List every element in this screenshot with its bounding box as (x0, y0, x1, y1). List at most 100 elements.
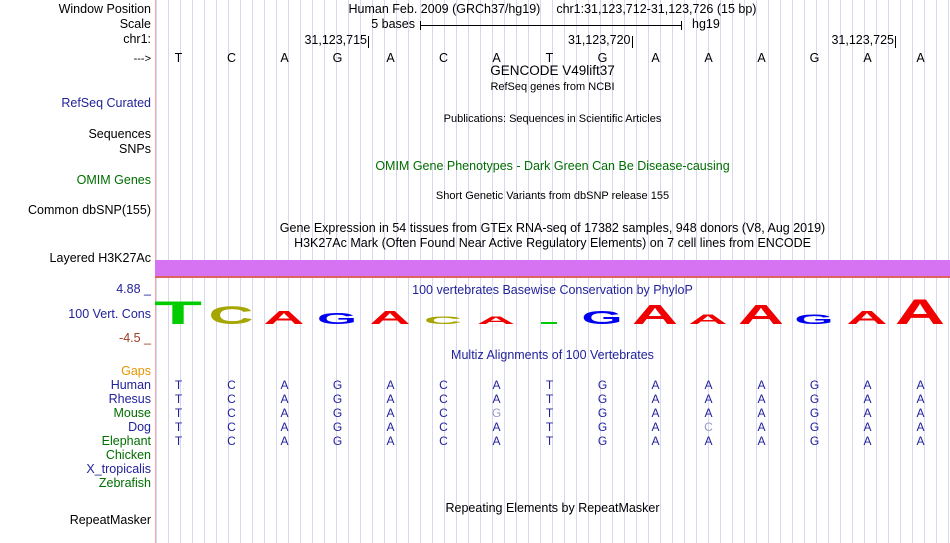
track-label-layered-h3k27ac[interactable]: Layered H3K27Ac (49, 251, 151, 265)
multiz-alignment-base: A (386, 392, 395, 406)
scale-value: 5 bases (371, 17, 415, 31)
sequence-base: A (280, 51, 289, 65)
multiz-alignment-base: G (809, 392, 820, 406)
multiz-alignment-base: A (863, 434, 872, 448)
multiz-alignment-base: G (597, 378, 608, 392)
multiz-alignment-base: A (492, 420, 501, 434)
coordinate-number: 31,123,720 (567, 33, 631, 47)
track-title-dbsnp[interactable]: Short Genetic Variants from dbSNP releas… (435, 190, 670, 202)
multiz-alignment-base: A (492, 378, 501, 392)
coordinate-tick (368, 36, 369, 48)
strand-direction-arrow: ---> (133, 53, 151, 65)
coordinate-number: 31,123,725 (831, 33, 894, 47)
conservation-logo-letter: C (424, 315, 462, 327)
multiz-alignment-base: C (439, 406, 448, 420)
multiz-alignment-base: C (227, 420, 236, 434)
multiz-alignment-base: G (332, 406, 343, 420)
multiz-species-label[interactable]: X_tropicalis (86, 462, 151, 476)
track-title-refseq[interactable]: RefSeq genes from NCBI (490, 81, 615, 93)
multiz-species-label[interactable]: Elephant (101, 434, 151, 448)
multiz-alignment-base: G (809, 406, 820, 420)
multiz-alignment-base: C (227, 378, 236, 392)
track-label-refseq-curated[interactable]: RefSeq Curated (61, 96, 151, 110)
multiz-species-label[interactable]: Rhesus (108, 392, 151, 406)
multiz-alignment-base: A (386, 406, 395, 420)
multiz-alignment-base: A (757, 378, 766, 392)
track-label-repeatmasker[interactable]: RepeatMasker (69, 513, 151, 527)
multiz-species-label[interactable]: Dog (128, 420, 151, 434)
coordinate-tick (895, 36, 896, 48)
assembly-position-title: Human Feb. 2009 (GRCh37/hg19) chr1:31,123… (155, 2, 950, 16)
conservation-logo-letter: A (689, 311, 728, 327)
conservation-logo-letter: A (847, 308, 888, 328)
track-title-omim[interactable]: OMIM Gene Phenotypes - Dark Green Can Be… (375, 159, 730, 173)
sequence-base: A (386, 51, 395, 65)
conservation-logo-letter: G (582, 308, 623, 328)
multiz-species-label[interactable]: Human (110, 378, 151, 392)
sequence-base: G (597, 51, 608, 65)
conservation-axis-min: -4.5 _ (119, 331, 151, 345)
coordinate-number: 31,123,715 (304, 33, 367, 47)
track-label-100-vert-cons[interactable]: 100 Vert. Cons (68, 307, 151, 321)
scale-bar (420, 25, 682, 26)
multiz-alignment-base: A (651, 392, 660, 406)
multiz-alignment-base: C (439, 434, 448, 448)
multiz-alignment-base: G (332, 392, 343, 406)
conservation-logo-letter: C (209, 302, 254, 330)
multiz-alignment-base: T (174, 378, 183, 392)
multiz-alignment-base: A (916, 392, 925, 406)
track-title-conservation[interactable]: 100 vertebrates Basewise Conservation by… (412, 283, 693, 297)
track-title-multiz[interactable]: Multiz Alignments of 100 Vertebrates (451, 348, 654, 362)
multiz-alignment-base: T (174, 420, 183, 434)
track-label-omim-genes[interactable]: OMIM Genes (76, 173, 151, 187)
conservation-axis-max: 4.88 _ (116, 282, 151, 296)
multiz-species-label[interactable]: Mouse (113, 406, 151, 420)
track-title-gtex[interactable]: Gene Expression in 54 tissues from GTEx … (279, 221, 826, 235)
sequence-base: G (809, 51, 820, 65)
multiz-alignment-base: A (492, 392, 501, 406)
multiz-alignment-base: T (545, 406, 554, 420)
assembly-short-name: hg19 (692, 17, 720, 31)
multiz-alignment-base: A (280, 378, 289, 392)
multiz-species-label[interactable]: Gaps (121, 364, 151, 378)
multiz-alignment-base: A (916, 406, 925, 420)
track-title-gencode[interactable]: GENCODE V49lift37 (490, 63, 615, 78)
assembly-name: Human Feb. 2009 (GRCh37/hg19) (348, 2, 541, 16)
multiz-alignment-base: T (174, 406, 183, 420)
conservation-logo-letter: A (632, 299, 678, 330)
multiz-species-label[interactable]: Chicken (105, 448, 151, 462)
multiz-alignment-base: G (809, 434, 820, 448)
multiz-alignment-base: A (757, 434, 766, 448)
track-label-common-dbsnp[interactable]: Common dbSNP(155) (28, 203, 151, 217)
multiz-alignment-base: T (174, 434, 183, 448)
conservation-logo-letter: G (317, 311, 357, 328)
sequence-base: C (226, 51, 237, 65)
track-title-repeatmasker[interactable]: Repeating Elements by RepeatMasker (445, 501, 660, 515)
multiz-alignment-base: G (597, 406, 608, 420)
track-label-sequences[interactable]: Sequences (88, 127, 151, 141)
multiz-alignment-base: C (227, 434, 236, 448)
track-title-h3k27ac[interactable]: H3K27Ac Mark (Often Found Near Active Re… (294, 236, 811, 250)
conservation-logo-letter: A (370, 308, 411, 328)
multiz-alignment-base: A (916, 420, 925, 434)
multiz-alignment-base: A (280, 406, 289, 420)
window-position-label: Window Position (58, 2, 151, 16)
track-label-snps[interactable]: SNPs (119, 142, 151, 156)
multiz-alignment-base: A (651, 420, 660, 434)
multiz-alignment-base: C (704, 420, 713, 434)
multiz-alignment-base: T (545, 434, 554, 448)
multiz-alignment-base: G (332, 434, 343, 448)
conservation-logo-letter: A (738, 299, 784, 330)
multiz-alignment-base: A (280, 392, 289, 406)
multiz-species-label[interactable]: Zebrafish (98, 476, 151, 490)
multiz-alignment-base: G (597, 434, 608, 448)
sequence-base: A (492, 51, 501, 65)
scale-bar-right-tick (681, 21, 682, 30)
track-title-publications[interactable]: Publications: Sequences in Scientific Ar… (443, 113, 662, 125)
multiz-alignment-base: A (863, 420, 872, 434)
multiz-alignment-base: A (280, 434, 289, 448)
multiz-alignment-base: C (227, 406, 236, 420)
position-range: chr1:31,123,712-31,123,726 (15 bp) (556, 2, 757, 16)
h3k27ac-signal-bar[interactable] (155, 260, 950, 276)
